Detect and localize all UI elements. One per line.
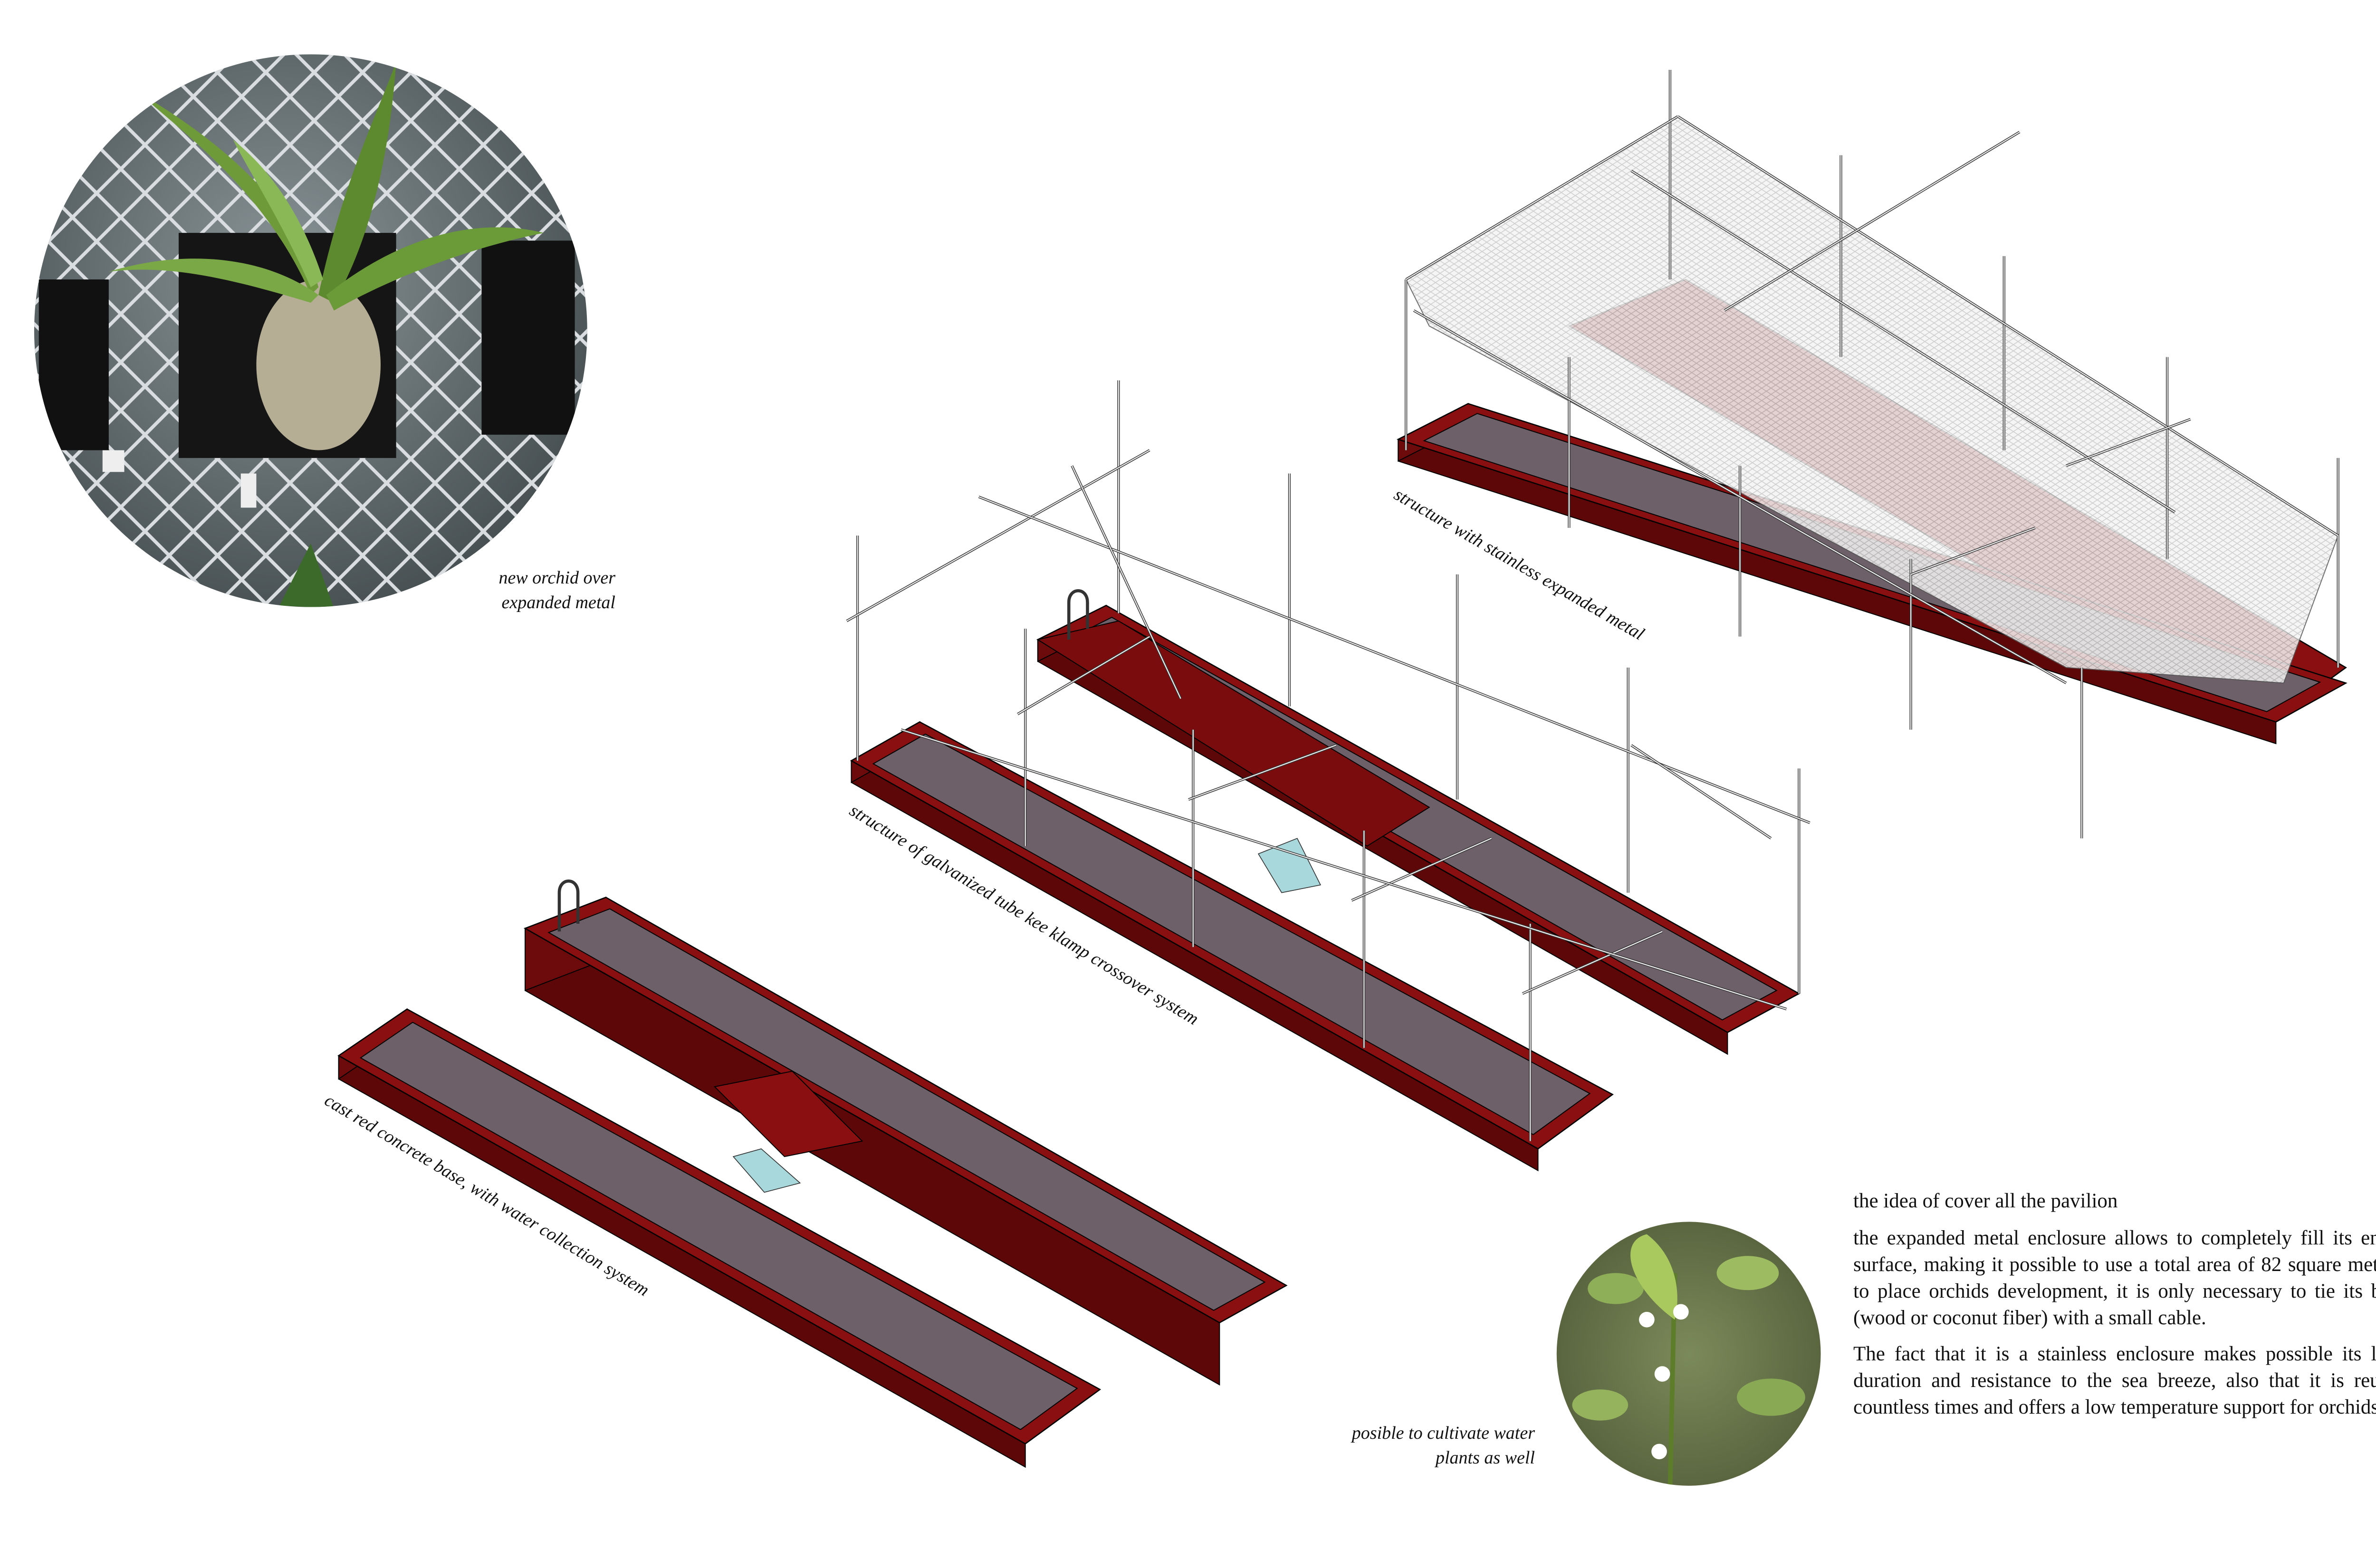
stainless-rail-highlight — [1413, 310, 2067, 684]
concrete-base-channel-basin — [360, 1022, 1078, 1430]
stainless-rail-highlight — [1910, 527, 2036, 575]
water-collector — [1257, 838, 1322, 893]
base-step — [713, 1071, 863, 1157]
stainless-rail-highlight — [1406, 116, 1678, 280]
galvanized-beam — [1036, 620, 1430, 847]
galvanized-rail-highlight — [1071, 465, 1181, 699]
orchid-photo-caption: new orchid over expanded metal — [494, 565, 615, 615]
overflow-pipe — [1067, 589, 1089, 640]
caption-line: expanded metal — [501, 593, 615, 612]
stainless-rail-highlight — [2066, 419, 2191, 467]
caption-line: new orchid over — [498, 568, 615, 588]
stainless-rail-highlight — [1724, 131, 2020, 311]
stainless-rail-highlight — [1677, 116, 2338, 536]
galvanized-rail-highlight — [1631, 745, 1772, 839]
description-heading: the idea of cover all the pavilion — [1853, 1190, 2118, 1212]
galvanized-rail-highlight — [1188, 745, 1336, 800]
caption-line: plants as well — [1435, 1448, 1535, 1468]
galvanized-module-front-base-basin — [872, 733, 1591, 1136]
caption-line: posible to cultivate water — [1351, 1423, 1535, 1443]
description-block: the idea of cover all the pavilion the e… — [1853, 1188, 2376, 1430]
water-photo-caption: posible to cultivate water plants as wel… — [1331, 1421, 1535, 1470]
overflow-pipe — [557, 880, 580, 932]
water-plants-photo — [1556, 1222, 1821, 1486]
description-paragraph: the expanded metal enclosure allows to c… — [1853, 1227, 2376, 1329]
galvanized-rail-highlight — [1017, 636, 1150, 715]
concrete-base-main-basin — [547, 908, 1266, 1311]
orchid-photo — [34, 54, 587, 607]
water-collector — [732, 1148, 801, 1193]
stainless-rail-highlight — [1631, 170, 2175, 513]
galvanized-rail-highlight — [1522, 931, 1663, 994]
galvanized-rail-highlight — [901, 729, 1787, 1010]
galvanized-rail-highlight — [846, 449, 1150, 621]
galvanized-rail-highlight — [1351, 838, 1492, 901]
description-paragraph: The fact that it is a stainless enclosur… — [1853, 1343, 2376, 1418]
galvanized-rail-highlight — [978, 496, 1811, 823]
